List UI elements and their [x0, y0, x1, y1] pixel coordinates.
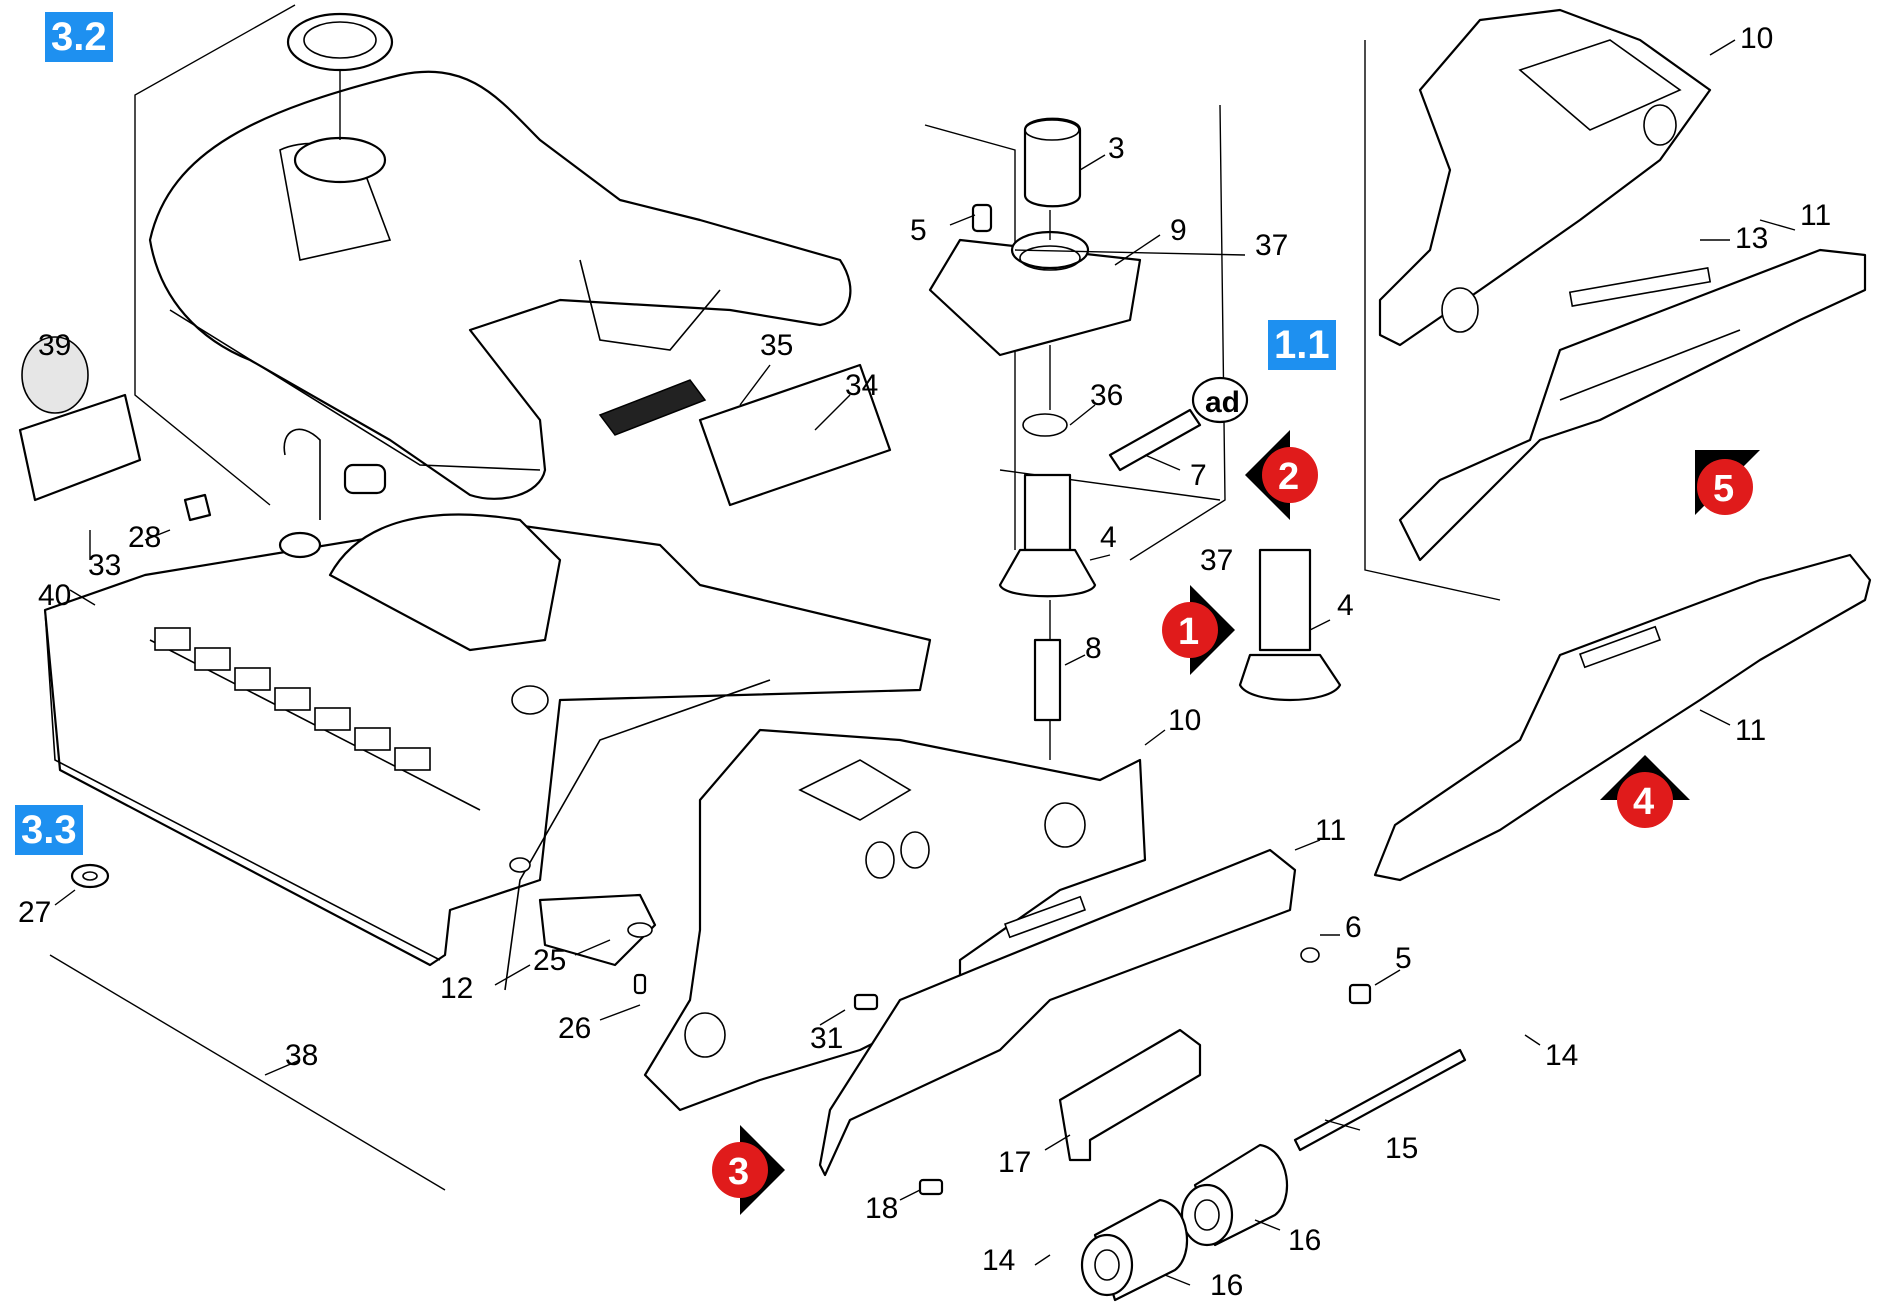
callout-3: 3 [1108, 132, 1125, 165]
roller-16b [1080, 1198, 1189, 1302]
view-marker-5: 5 [1695, 450, 1760, 515]
callout-37b: 37 [1200, 544, 1233, 577]
callout-40: 40 [38, 579, 71, 612]
callout-18: 18 [865, 1192, 898, 1225]
label-35 [598, 379, 707, 436]
callout-14a: 14 [1545, 1039, 1578, 1072]
callout-6: 6 [1345, 911, 1362, 944]
callout-4b: 4 [1337, 589, 1354, 622]
label-34 [698, 363, 892, 507]
gasket-36 [1022, 413, 1068, 437]
callout-26: 26 [558, 1012, 591, 1045]
chassis-part-10-top [1378, 8, 1712, 347]
callout-14b: 14 [982, 1244, 1015, 1277]
callout-16b: 16 [1210, 1269, 1243, 1302]
svg-text:3: 3 [728, 1151, 749, 1193]
svg-text:4: 4 [1633, 781, 1654, 823]
callout-33: 33 [88, 549, 121, 582]
rail-11-center [818, 848, 1297, 1177]
sticker-33 [18, 393, 142, 502]
callout-34: 34 [845, 369, 878, 402]
callout-5b: 5 [1395, 942, 1412, 975]
callout-15: 15 [1385, 1132, 1418, 1165]
roller-16a [1180, 1143, 1289, 1247]
ad-seal-text: ad [1205, 386, 1240, 419]
rail-11-top [1398, 248, 1867, 562]
callout-25: 25 [533, 944, 566, 977]
svg-text:2: 2 [1278, 456, 1299, 498]
base-housing-part [43, 428, 932, 967]
callout-11c: 11 [1315, 814, 1346, 847]
rail-11-right [1373, 553, 1872, 882]
view-marker-2: 2 [1245, 430, 1318, 520]
bracket-17 [1058, 1028, 1202, 1162]
rod-15 [1293, 1048, 1467, 1152]
svg-text:5: 5 [1713, 468, 1734, 510]
cap-3 [1023, 117, 1082, 208]
callout-10: 10 [1168, 704, 1201, 737]
section-tag-3-3[interactable]: 3.3 [15, 805, 83, 855]
bracket-9 [928, 238, 1142, 357]
view-marker-4: 4 [1600, 755, 1690, 828]
callout-31: 31 [810, 1022, 843, 1055]
callout-4: 4 [1100, 521, 1117, 554]
valve-assembly [928, 117, 1202, 760]
svg-text:1: 1 [1178, 611, 1199, 653]
callout-16a: 16 [1288, 1224, 1321, 1257]
view-marker-3: 3 [712, 1125, 785, 1215]
assembly-frame-lines [49, 4, 1501, 1191]
callout-12: 12 [440, 972, 473, 1005]
valve-4 [1023, 473, 1072, 552]
callout-10b: 10 [1740, 22, 1773, 55]
callout-39: 39 [38, 329, 71, 362]
callout-36: 36 [1090, 379, 1123, 412]
view-marker-1: 1 [1162, 585, 1235, 675]
callout-27: 27 [18, 896, 51, 929]
washer-27 [70, 863, 110, 889]
ad-seal [1191, 376, 1249, 424]
callout-11a: 11 [1800, 199, 1831, 232]
callout-5: 5 [910, 214, 927, 247]
callout-35: 35 [760, 329, 793, 362]
callout-17: 17 [998, 1146, 1031, 1179]
shaft-7 [1108, 408, 1202, 472]
callout-11b: 11 [1735, 714, 1766, 747]
callout-28: 28 [128, 521, 161, 554]
screws-and-washers [633, 947, 1372, 1196]
section-tag-1-1[interactable]: 1.1 [1268, 320, 1336, 370]
tank-cover-part [148, 12, 852, 500]
vent-grille [154, 627, 431, 771]
callout-37: 37 [1255, 229, 1288, 262]
valve-4-loose [1238, 548, 1342, 702]
spring-8 [1033, 638, 1062, 722]
panel-12-25 [504, 679, 771, 991]
sticker-39 [21, 336, 89, 414]
callout-38: 38 [285, 1039, 318, 1072]
section-tag-3-2[interactable]: 3.2 [45, 12, 113, 62]
callout-leaders [54, 39, 1796, 1286]
callout-8: 8 [1085, 632, 1102, 665]
callout-numbers: 3 5 9 37 35 34 39 36 7 4 37 4 8 10 28 33… [18, 22, 1831, 1302]
motor-dome [328, 513, 562, 652]
callout-13: 13 [1735, 222, 1768, 255]
callout-7: 7 [1190, 459, 1207, 492]
screw-5 [971, 203, 993, 233]
callout-9: 9 [1170, 214, 1187, 247]
